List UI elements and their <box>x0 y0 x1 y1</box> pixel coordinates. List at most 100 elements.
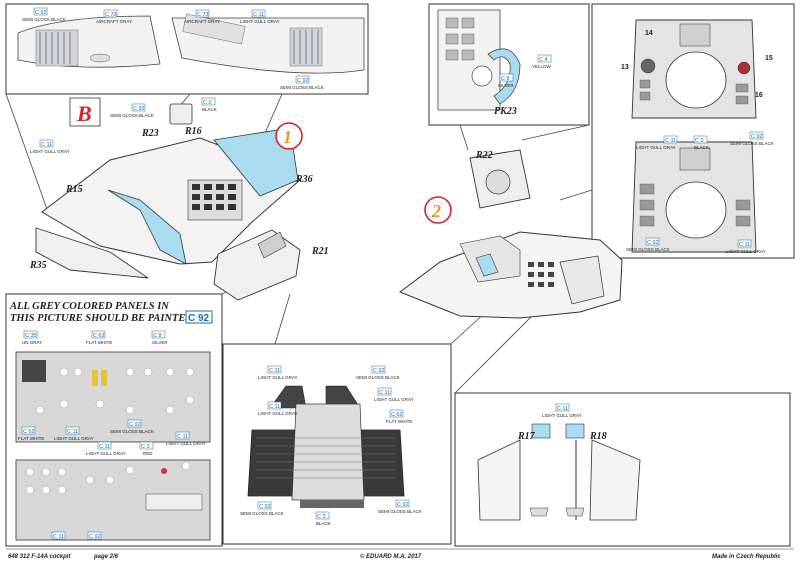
blue-sidewall-right <box>213 127 299 197</box>
callout-code: C 11 <box>379 390 390 396</box>
frame-top-right <box>591 3 795 259</box>
part-14: 14 <box>645 30 653 37</box>
part-r22: R22 <box>475 150 493 161</box>
callout-name: SEMI GLOSS BLACK <box>378 509 422 514</box>
callout-name: BLACK <box>694 145 709 150</box>
callout-code: C 73 <box>197 12 209 18</box>
callout-code: C 11 <box>99 444 110 450</box>
callout-name: AIRCRAFT GRAY <box>184 19 220 24</box>
callout-code: C 2 <box>695 138 704 144</box>
frame-bottom-right <box>454 392 791 547</box>
callout-code: C 92 <box>259 504 271 510</box>
callout-name: RED <box>143 451 153 456</box>
part-r16: R16 <box>184 126 202 137</box>
callout-name: SEMI GLOSS BLACK <box>110 113 154 118</box>
footer-page: page 2/6 <box>93 554 119 560</box>
callout-name: BLACK <box>202 107 217 112</box>
callout-name: LIGHT GULL GRAY <box>258 411 298 416</box>
frame-top-left <box>5 3 369 95</box>
main-tub-assembly <box>35 103 301 301</box>
callout-code: C 92 <box>397 502 409 508</box>
callout-name: FLAT WHITE <box>86 340 112 345</box>
part-r36: R36 <box>295 174 313 185</box>
step-1: 1 <box>283 127 292 147</box>
callout-name: LIGHT GULL GRAY <box>166 441 206 446</box>
footer-kit: 648 312 F-14A cockpit <box>8 554 71 560</box>
callout-code: C 11 <box>177 434 188 440</box>
callout-code: C 62 <box>23 429 35 435</box>
callout-name: LIGHT GULL GRAY <box>258 375 298 380</box>
notice-line-2: THIS PICTURE SHOULD BE PAINTED <box>10 313 193 324</box>
callout-name: SEMI GLOSS BLACK <box>730 141 774 146</box>
footer-origin: Made in Czech Republic <box>712 554 781 560</box>
part-r15: R15 <box>65 184 83 195</box>
part-r23: R23 <box>141 128 159 139</box>
callout-code: C 4 <box>539 57 548 63</box>
callout-code: C 11 <box>253 12 264 18</box>
part-r17: R17 <box>517 431 536 442</box>
decal-panels <box>15 351 211 541</box>
callout-code: C 3 <box>141 444 150 450</box>
callout-code: C 11 <box>41 142 52 148</box>
callout-code: C 92 <box>35 10 47 16</box>
callout-name: FLAT WHITE <box>18 436 44 441</box>
callout-name: YELLOW <box>532 64 552 69</box>
callout-code: C 11 <box>53 534 64 540</box>
part-13: 13 <box>621 64 629 71</box>
callout-code: C 92 <box>297 78 309 84</box>
part-r35: R35 <box>29 260 47 271</box>
callout-name: SEMI GLOSS BLACK <box>110 429 154 434</box>
instrument-panel-detail <box>631 19 757 253</box>
callout-code: C 35 <box>25 333 37 339</box>
callout-code: C 92 <box>373 368 385 374</box>
rear-tub-assembly <box>398 149 623 319</box>
part-r16-box <box>169 103 193 125</box>
callout-name: LIGHT GULL GRAY <box>86 451 126 456</box>
frame-top-middle <box>428 3 590 126</box>
callout-code: C 92 <box>647 240 659 246</box>
frame-bottom-middle <box>222 343 452 545</box>
pk23-detail <box>437 9 521 111</box>
pk23-part <box>487 48 521 105</box>
callout-code: C 11 <box>269 404 280 410</box>
callout-name: SILVER <box>152 340 168 345</box>
callout-code: C 62 <box>93 333 105 339</box>
callout-code: C 92 <box>89 534 101 540</box>
part-r35-floor <box>35 227 149 279</box>
callout-code: C 11 <box>269 368 280 374</box>
marker-b-box <box>69 97 101 127</box>
callout-name: LIGHT GULL GRAY <box>54 436 94 441</box>
step-2-circle <box>424 196 452 224</box>
callout-name: SEMI GLOSS BLACK <box>626 247 670 252</box>
callout-name: BLACK <box>316 521 331 526</box>
callout-code: C 62 <box>391 412 403 418</box>
color-callouts: C 92 SEMI GLOSS BLACK C 73 AIRCRAFT GRAY… <box>18 7 774 540</box>
callout-lines <box>5 93 593 394</box>
callout-code: C 92 <box>133 106 145 112</box>
callout-code: C 11 <box>665 138 676 144</box>
footer-copyright: © EDUARD M.A. 2017 <box>360 553 422 560</box>
part-r18: R18 <box>589 431 607 442</box>
callout-code: C 2 <box>203 100 212 106</box>
callout-name: SEMI GLOSS BLACK <box>280 85 324 90</box>
part-r21: R21 <box>311 246 329 257</box>
callout-name: FLAT WHITE <box>386 419 412 424</box>
notice-line-1: ALL GREY COLORED PANELS IN <box>9 301 169 312</box>
callout-code: C 8 <box>153 333 162 339</box>
callout-code: C 11 <box>739 242 750 248</box>
callout-name: SILVER <box>498 83 514 88</box>
callout-name: SEMI GLOSS BLACK <box>356 375 400 380</box>
callout-code: C 92 <box>129 422 141 428</box>
rear-console-detail <box>247 385 405 508</box>
part-pk23: PK23 <box>494 106 517 117</box>
callout-name: LIGHT GULL GRAY <box>240 19 280 24</box>
step-2: 2 <box>431 201 441 221</box>
callout-name: LIGHT GULL GRAY <box>374 397 414 402</box>
callout-name: LIGHT GULL GRAY <box>636 145 676 150</box>
callout-name: AIRCRAFT GRAY <box>96 19 132 24</box>
part-labels: R23 R16 R15 R36 R35 R21 R22 PK23 R17 R18… <box>29 30 773 442</box>
callout-code: C 11 <box>557 406 568 412</box>
callout-code: C 11 <box>67 429 78 435</box>
